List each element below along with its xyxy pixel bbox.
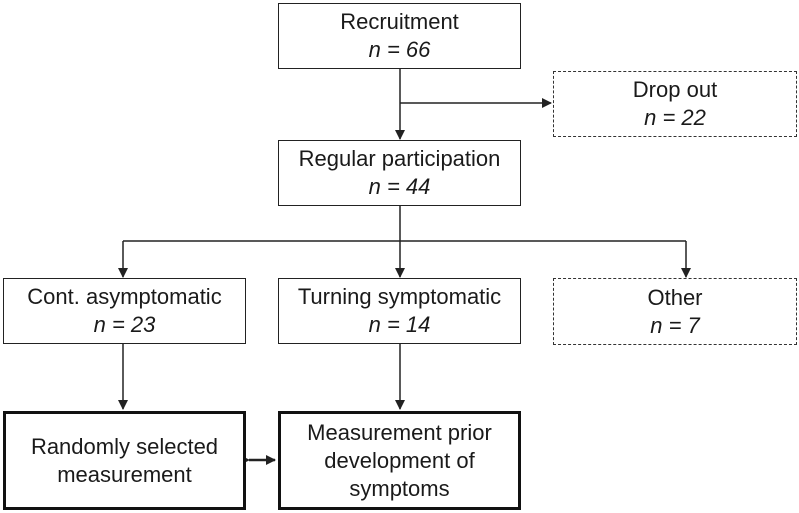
recruitment-box: Recruitment n = 66	[278, 3, 521, 69]
measurement-prior-line1: Measurement prior	[307, 419, 492, 445]
cont-asymptomatic-box: Cont. asymptomatic n = 23	[3, 278, 246, 344]
measurement-prior-line3: symptoms	[349, 475, 450, 501]
turning-symptomatic-label: Turning symptomatic	[297, 284, 502, 309]
random-measurement-box: Randomly selected measurement	[3, 411, 246, 510]
turning-symptomatic-count: n = 14	[368, 312, 431, 337]
dropout-label: Drop out	[632, 77, 718, 102]
other-label: Other	[647, 284, 703, 310]
regular-participation-count: n = 44	[368, 174, 431, 199]
recruitment-count: n = 66	[368, 37, 431, 62]
random-measurement-line2: measurement	[57, 461, 192, 487]
measurement-prior-line2: development of	[324, 447, 475, 473]
regular-participation-label: Regular participation	[298, 146, 501, 171]
dropout-count: n = 22	[644, 105, 706, 130]
turning-symptomatic-box: Turning symptomatic n = 14	[278, 278, 521, 344]
measurement-prior-box: Measurement prior development of symptom…	[278, 411, 521, 510]
random-measurement-line1: Randomly selected	[30, 433, 219, 459]
other-box: Other n = 7	[553, 278, 797, 345]
regular-participation-box: Regular participation n = 44	[278, 140, 521, 206]
dropout-box: Drop out n = 22	[553, 71, 797, 137]
other-count: n = 7	[650, 312, 700, 338]
recruitment-label: Recruitment	[340, 9, 459, 34]
cont-asymptomatic-label: Cont. asymptomatic	[27, 284, 222, 309]
cont-asymptomatic-count: n = 23	[93, 312, 156, 337]
